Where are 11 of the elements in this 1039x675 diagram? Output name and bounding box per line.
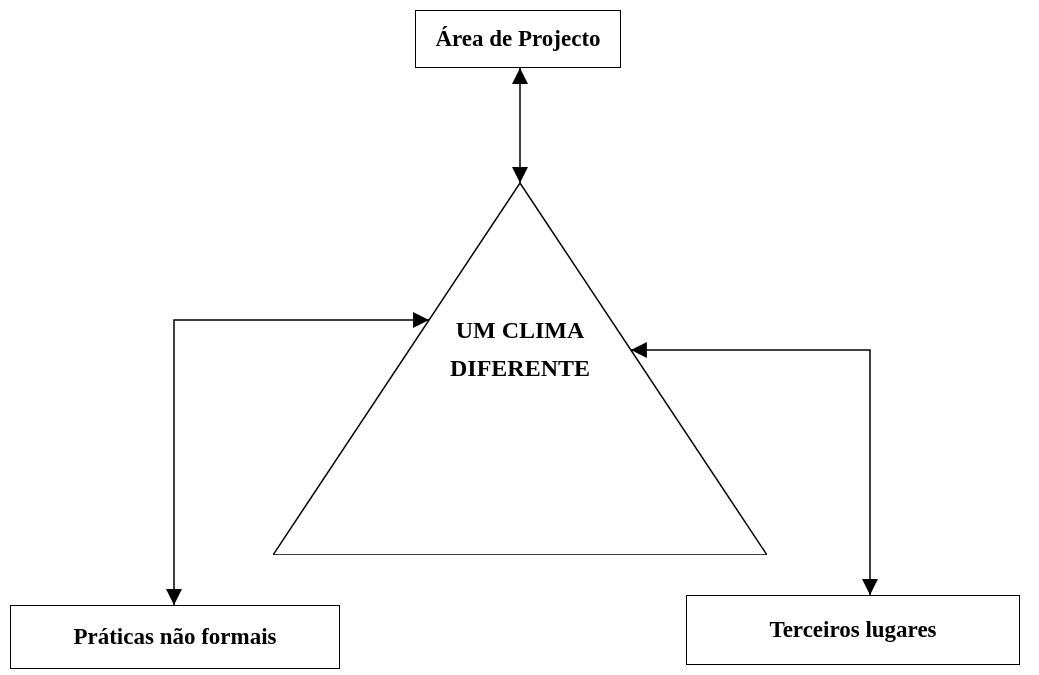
node-label: UM CLIMA DIFERENTE [449,316,591,383]
arrow [166,312,430,606]
node-label: Área de Projecto [435,24,601,53]
process-box [10,605,340,669]
node-label: Práticas não formais [73,622,277,651]
process-box [415,10,621,68]
node-label: Terceiros lugares [769,615,937,644]
triangle-shape [273,183,767,555]
process-box [686,595,1020,665]
arrow [512,67,528,184]
arrow [630,342,878,596]
